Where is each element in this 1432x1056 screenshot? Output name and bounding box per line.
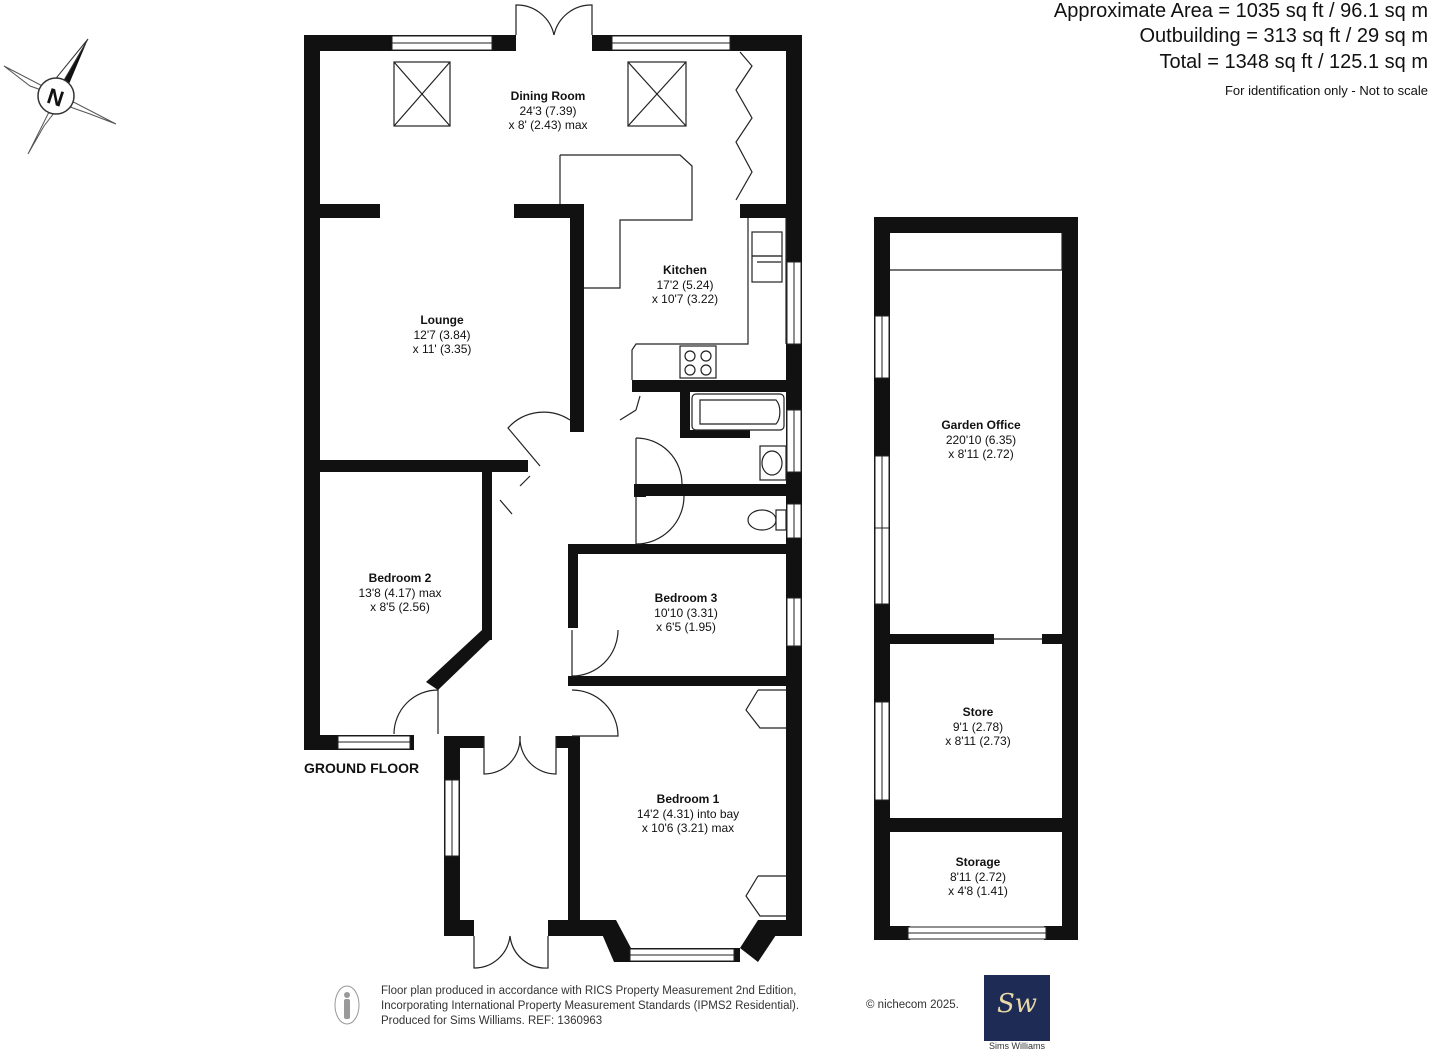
room-lounge: Lounge 12'7 (3.84) x 11' (3.35): [413, 313, 472, 357]
wall-office-store-right: [1042, 634, 1062, 644]
person-icon: [334, 985, 360, 1025]
room-dim: 10'10 (3.31): [654, 605, 718, 620]
wall-kitchen-south: [632, 380, 788, 392]
footer-line: Floor plan produced in accordance with R…: [381, 985, 797, 997]
room-dim: x 8'11 (2.73): [945, 734, 1011, 748]
room-dim: 13'8 (4.17) max: [358, 585, 442, 600]
wall-out-south-left: [874, 926, 910, 940]
wall-lounge-east: [570, 204, 584, 432]
wall-out-north: [874, 217, 1078, 233]
room-name: Garden Office: [941, 418, 1021, 432]
room-dim: x 6'5 (1.95): [656, 620, 716, 634]
approx-area-text: Approximate Area = 1035 sq ft / 96.1 sq …: [1053, 0, 1428, 22]
room-dim: 24'3 (7.39): [519, 103, 577, 118]
wall-bed2-angled: [426, 630, 492, 690]
footer-text: Floor plan produced in accordance with R…: [381, 984, 799, 1029]
compass-icon: N: [3, 38, 117, 155]
room-bedroom-2: Bedroom 2 13'8 (4.17) max x 8'5 (2.56): [359, 571, 442, 615]
room-name: Bedroom 1: [656, 792, 720, 806]
wall-east: [786, 35, 802, 935]
wall-kitchen-top: [740, 204, 788, 218]
room-dining-room: Dining Room 24'3 (7.39) x 8' (2.43) max: [509, 89, 588, 133]
wall-stub: [634, 485, 646, 497]
wall-porch-south-right: [548, 920, 608, 936]
wall-bed3-north: [568, 544, 788, 554]
wall-out-east: [1062, 217, 1078, 940]
room-kitchen: Kitchen 17'2 (5.24) x 10'7 (3.22): [652, 263, 718, 307]
floor-label: GROUND FLOOR: [304, 760, 420, 776]
room-name: Bedroom 3: [654, 591, 718, 605]
room-dim: x 8'11 (2.72): [948, 447, 1014, 461]
wall-lounge-south: [320, 460, 528, 472]
wall-bed3-west: [568, 544, 578, 628]
compass-north-letter: N: [44, 83, 67, 112]
wall-porch-south-left: [444, 920, 474, 936]
room-dim: 220'10 (6.35): [945, 432, 1017, 447]
wall-bath-wc: [634, 484, 788, 496]
room-name: Storage: [955, 855, 1001, 869]
room-bedroom-1: Bedroom 1 14'2 (4.31) into bay x 10'6 (3…: [637, 792, 739, 836]
copyright-text: © nichecom 2025.: [866, 999, 959, 1011]
room-name: Bedroom 2: [368, 571, 432, 585]
room-store: Store 9'1 (2.78) x 8'11 (2.73): [945, 705, 1010, 749]
room-dim: 9'1 (2.78): [952, 719, 1004, 734]
room-name: Store: [962, 705, 994, 719]
agency-logo: Sw: [984, 975, 1050, 1041]
room-name: Kitchen: [662, 263, 708, 277]
outbuilding-area-text: Outbuilding = 313 sq ft / 29 sq m: [1139, 25, 1428, 47]
room-dim: x 10'6 (3.21) max: [641, 821, 735, 835]
total-area-text: Total = 1348 sq ft / 125.1 sq m: [1159, 51, 1429, 73]
wall-bath-small: [690, 430, 750, 438]
room-garden-office: Garden Office 220'10 (6.35) x 8'11 (2.72…: [941, 418, 1020, 462]
wall-dining-lounge-left: [320, 204, 380, 218]
room-dim: 12'7 (3.84): [413, 327, 471, 342]
room-bedroom-3: Bedroom 3 10'10 (3.31) x 6'5 (1.95): [654, 591, 718, 635]
wall-out-south-right: [1044, 926, 1078, 940]
wall-bath-west: [680, 380, 690, 438]
wall-bed3-south: [568, 676, 788, 686]
room-dim: 14'2 (4.31) into bay: [636, 806, 740, 821]
wall-store-storage: [874, 818, 1078, 832]
identification-note: For identification only - Not to scale: [1224, 83, 1428, 98]
wall-bed1-south: [758, 920, 802, 936]
logo-name: Sims Williams: [989, 1041, 1045, 1051]
footer-line: Incorporating International Property Mea…: [381, 1000, 800, 1012]
footer-line: Produced for Sims Williams. REF: 1360963: [381, 1015, 603, 1027]
room-dim: x 8' (2.43) max: [508, 118, 588, 132]
wall-bed2-east: [482, 470, 492, 640]
room-dim: 17'2 (5.24): [656, 277, 714, 292]
room-dim: x 10'7 (3.22): [651, 292, 719, 306]
room-dim: x 4'8 (1.41): [948, 884, 1008, 898]
wall-office-store-left: [890, 634, 994, 644]
room-storage: Storage 8'11 (2.72) x 4'8 (1.41): [948, 855, 1008, 899]
room-dim: x 11' (3.35): [412, 342, 472, 356]
wall-dining-lounge-right: [514, 204, 584, 218]
room-dim: x 8'5 (2.56): [370, 600, 430, 614]
wall-west: [304, 35, 320, 750]
logo-monogram: Sw: [996, 989, 1038, 1019]
room-dim: 8'11 (2.72): [949, 869, 1007, 884]
room-name: Lounge: [420, 313, 464, 327]
wall-bed1-west: [568, 736, 580, 936]
room-name: Dining Room: [510, 89, 586, 103]
